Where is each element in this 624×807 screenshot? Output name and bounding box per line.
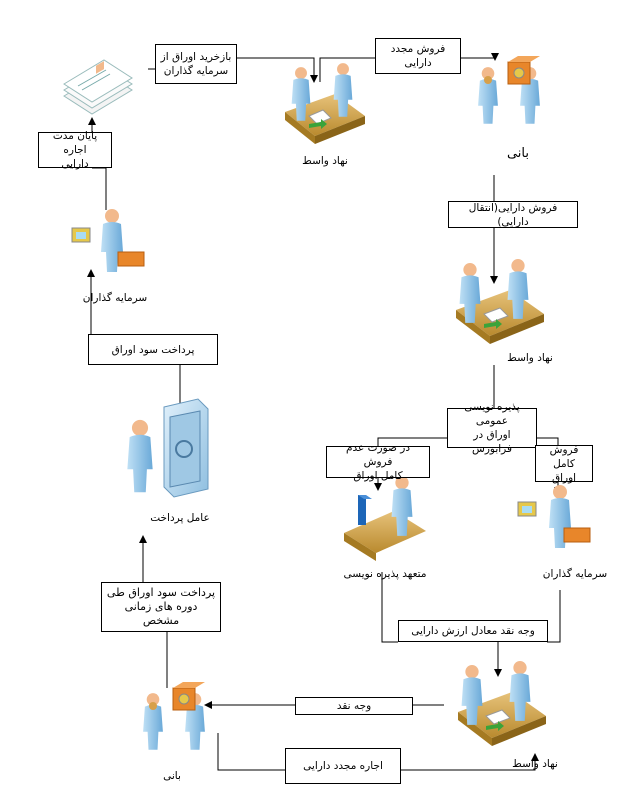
paying-agent-label: عامل پرداخت	[150, 512, 210, 524]
periodic-profit-box: پرداخت سود اوراق طی دوره های زمانی مشخص	[101, 582, 221, 632]
buyback-box: بازخرید اوراق از سرمایه گذاران	[155, 44, 237, 84]
paying-agent-icon	[127, 398, 209, 498]
intermediary-top-label: نهاد واسط	[302, 155, 348, 167]
underwriter-label: متعهد پذیره نویسی	[343, 568, 427, 580]
resale-box: فروش مجدد دارایی	[375, 38, 461, 74]
profit-payment-box: پرداخت سود اوراق	[88, 334, 218, 365]
intermediary-bottom-label: نهاد واسط	[512, 758, 558, 770]
issuer-bottom-icon	[143, 682, 205, 750]
issuer-bottom-label: بانی	[163, 770, 181, 782]
investors-left-label: سرمایه گذاران	[82, 292, 148, 304]
intermediary-mid-label: نهاد واسط	[507, 352, 553, 364]
intermediary-bottom-icon	[458, 661, 546, 746]
intermediary-mid-icon	[456, 259, 544, 344]
asset-sale-box: فروش دارایی(انتقال دارایی)	[448, 201, 578, 228]
cash-equal-box: وجه نقد معادل ارزش دارایی	[398, 620, 548, 642]
issuer-top-label: بانی	[506, 146, 530, 161]
if-not-sold-box: در صورت عدم فروش کامل اوراق	[326, 442, 430, 482]
cash-box: وجه نقد	[295, 697, 413, 715]
public-offering-box: پذیره نویسی عمومی اوراق در فرابورس	[447, 401, 537, 455]
underwriter-icon	[344, 476, 426, 561]
investors-right-icon	[517, 485, 591, 548]
lease-end-box: پایان مدت اجاره دارایی	[38, 130, 112, 170]
full-sale-box: فروش کامل اوراق	[535, 444, 593, 484]
investors-right-label: سرمایه گذاران	[542, 568, 608, 580]
issuer-top-icon	[478, 56, 540, 124]
investors-left-icon	[71, 209, 145, 272]
re-lease-box: اجاره مجدد دارایی	[285, 748, 401, 784]
intermediary-top-icon	[285, 63, 365, 144]
papers-stack-icon	[63, 59, 133, 115]
